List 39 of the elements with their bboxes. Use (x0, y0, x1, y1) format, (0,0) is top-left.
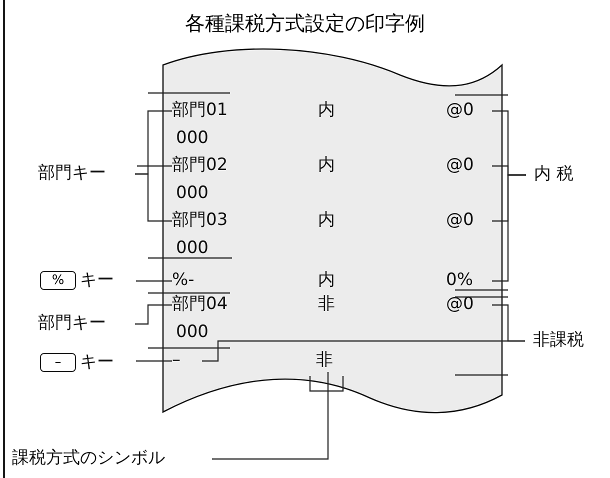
printed-text: @0 (446, 210, 474, 230)
printed-text: 部門03 (172, 210, 228, 230)
printed-text: @0 (446, 155, 474, 175)
callout-label: 部門キー (38, 163, 133, 185)
printed-text: 000 (176, 128, 208, 148)
key-cap: – (40, 353, 76, 372)
printed-text: 非 (316, 350, 340, 372)
leader-line (136, 360, 172, 362)
printed-text: 000 (176, 322, 208, 342)
printed-text: 部門04 (172, 294, 228, 314)
leader-line (135, 173, 172, 222)
callout-label: キー (80, 352, 114, 372)
leader-line (137, 165, 172, 167)
printed-text: %- (172, 270, 194, 290)
title: 各種課税方式設定の印字例 (184, 10, 426, 36)
printed-text: 0% (446, 270, 473, 290)
printed-text: 部門01 (172, 100, 228, 120)
printed-text: 000 (176, 183, 208, 203)
printed-text: @0 (446, 100, 474, 120)
printed-text: 内 (318, 210, 335, 230)
leader-line (136, 280, 172, 282)
printed-text: 内 (318, 100, 335, 120)
printed-text: 000 (176, 238, 208, 258)
callout-label: 課税方式のシンボル (12, 448, 212, 470)
leader-line (202, 340, 525, 362)
callout-label: 内 税 (534, 164, 584, 186)
printed-text: 部門02 (172, 155, 228, 175)
key-cap: % (40, 271, 76, 290)
printed-text: 内 (318, 155, 335, 175)
leader-line (135, 304, 172, 325)
callout-label: キー (80, 270, 114, 290)
printed-text: @0 (446, 294, 474, 314)
leader-line (492, 174, 526, 282)
callout-label: 非課税 (533, 330, 595, 352)
printed-text: – (172, 350, 202, 372)
printed-text: 非 (318, 294, 335, 314)
leader-line (212, 372, 329, 460)
printed-text: 内 (318, 270, 335, 290)
callout-label: 部門キー (38, 313, 133, 335)
